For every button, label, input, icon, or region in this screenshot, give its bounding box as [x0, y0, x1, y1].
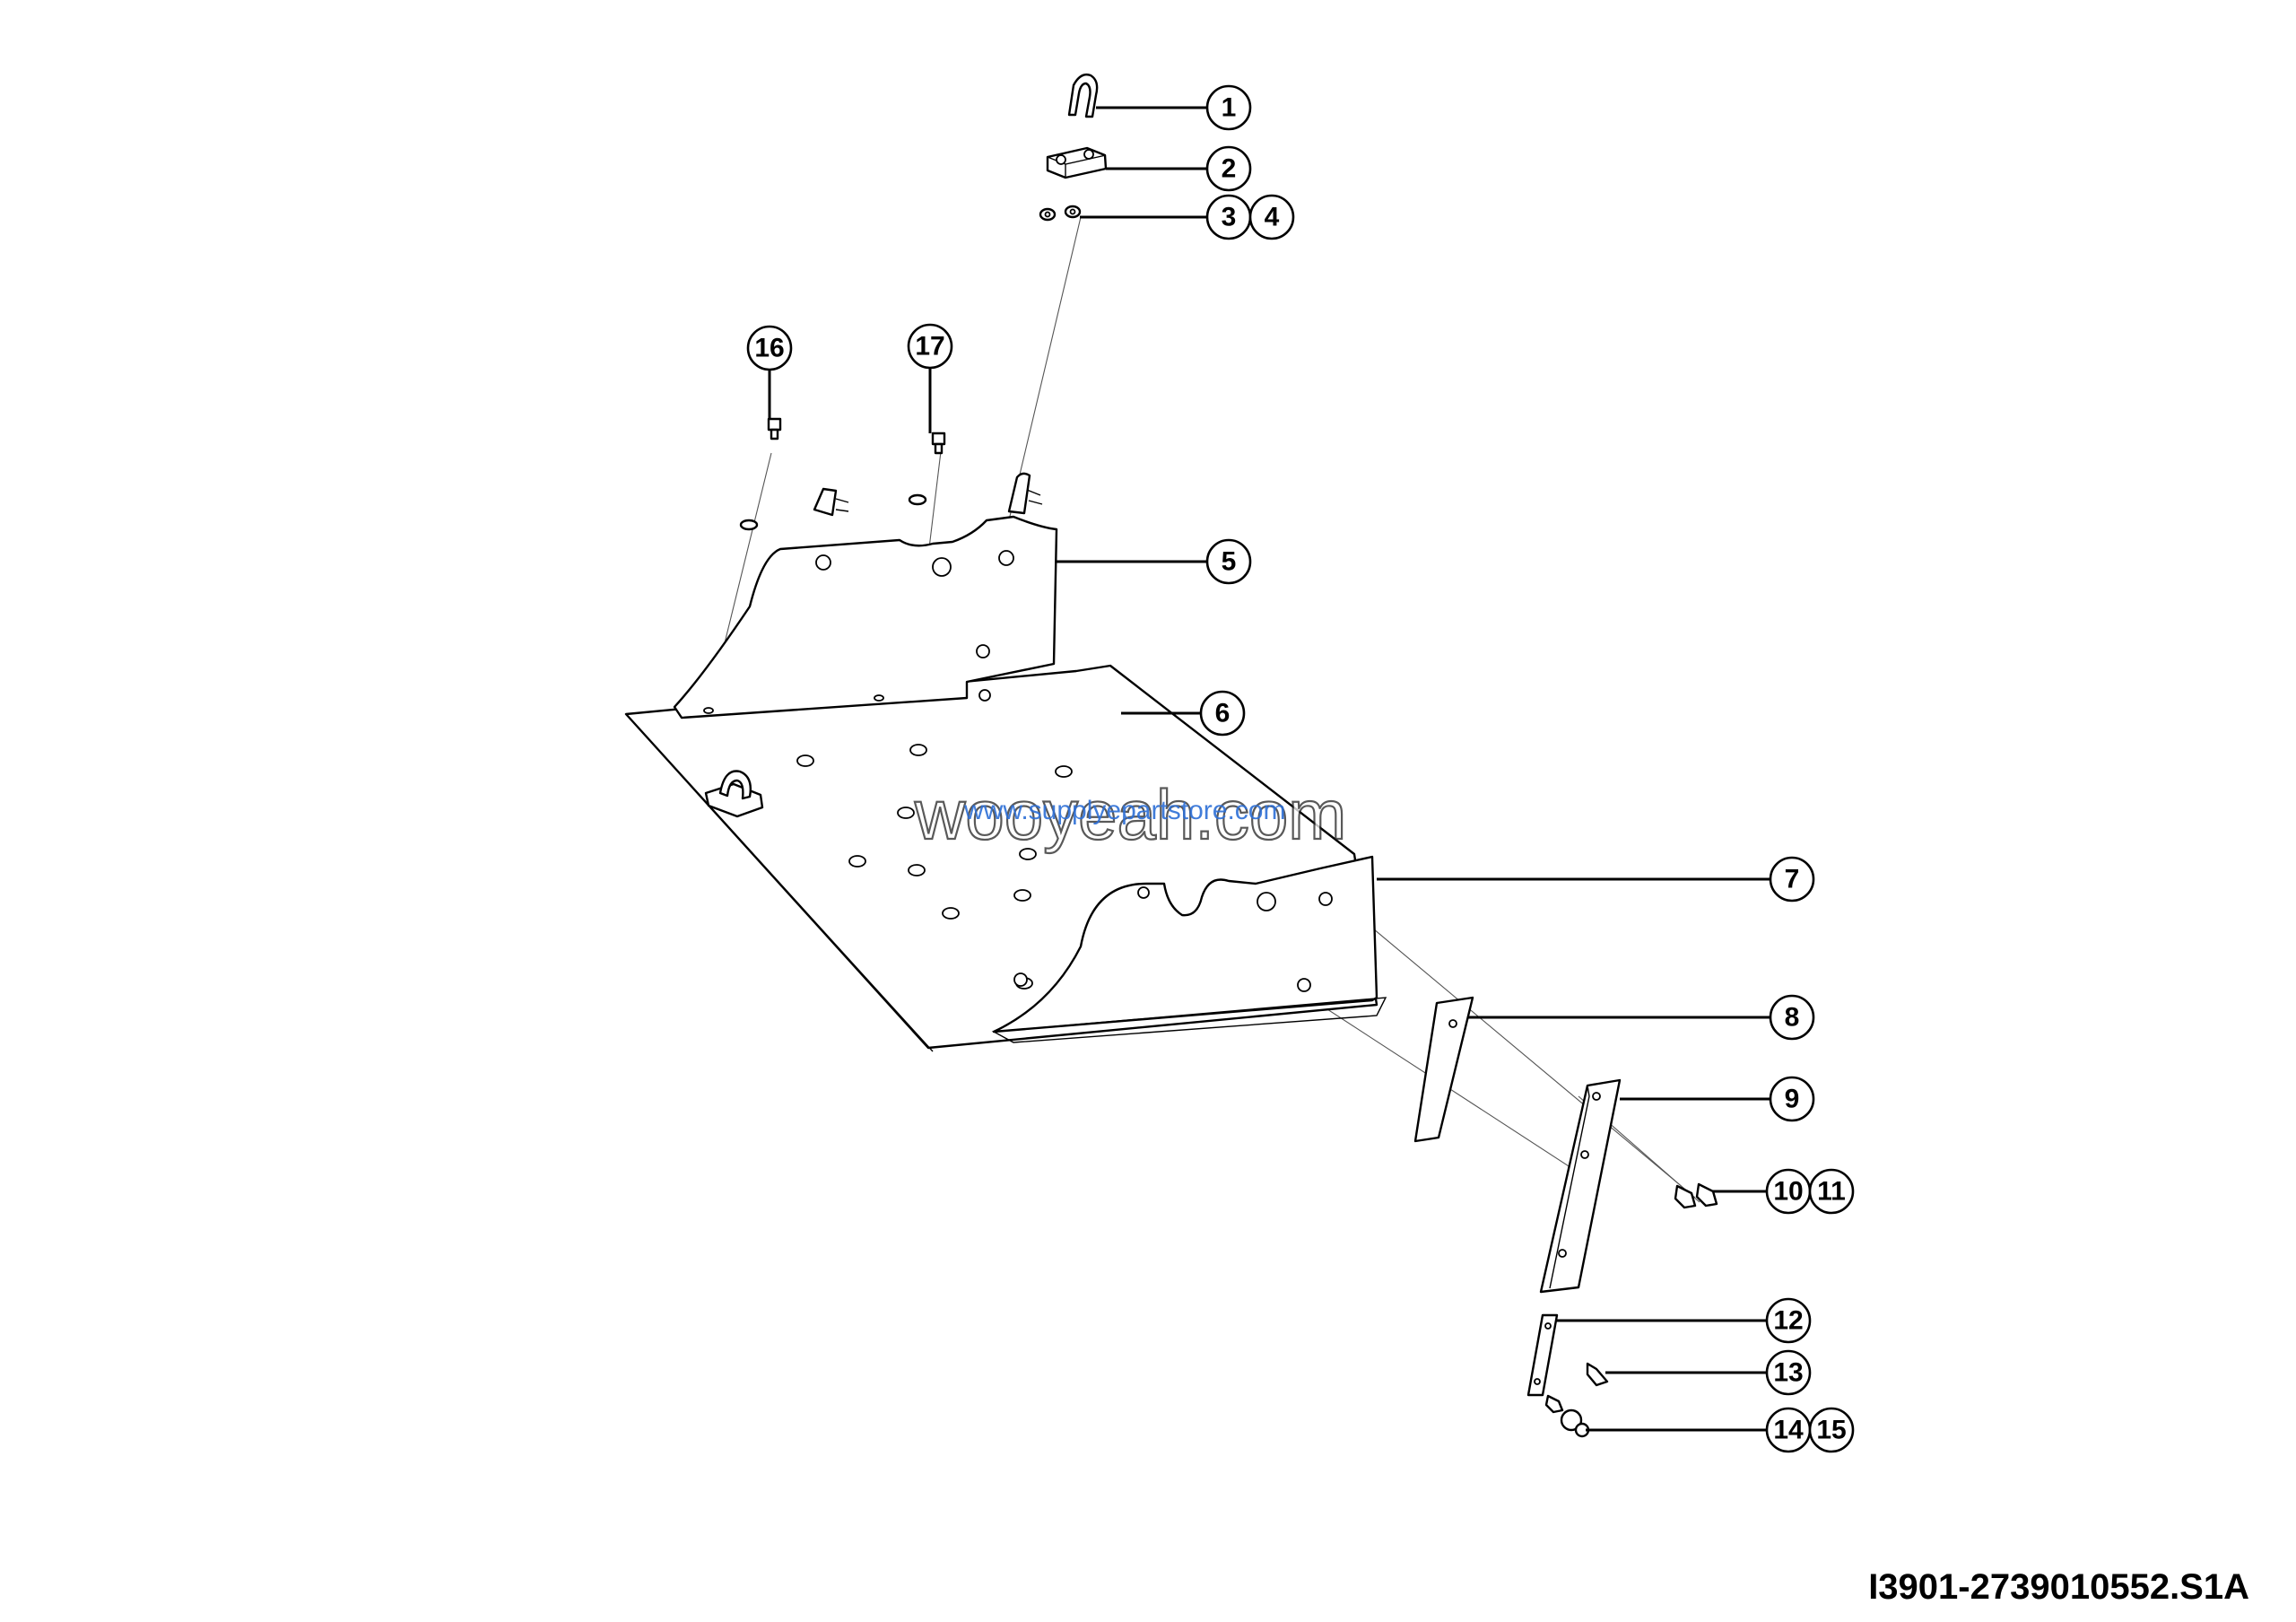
svg-text:1: 1: [1222, 93, 1237, 123]
svg-text:9: 9: [1785, 1085, 1800, 1114]
svg-text:17: 17: [915, 332, 944, 362]
svg-text:6: 6: [1215, 699, 1231, 728]
watermark-sub: www.supplyepartstore.com: [963, 796, 1285, 825]
svg-text:12: 12: [1773, 1306, 1803, 1336]
bolt-17: [908, 432, 946, 506]
u-bolt: [1067, 73, 1099, 118]
callout-2: 2: [1205, 145, 1252, 192]
nuts: [1039, 205, 1082, 222]
svg-text:16: 16: [754, 334, 784, 363]
clamp-block: [1046, 146, 1108, 179]
angle-bracket: [1539, 1078, 1622, 1294]
callout-17: 17: [907, 323, 953, 370]
svg-text:10: 10: [1773, 1177, 1803, 1207]
callout-16: 16: [746, 325, 793, 371]
svg-text:11: 11: [1817, 1177, 1846, 1207]
watermark-main: wooyeah.com: [914, 775, 1346, 854]
svg-text:13: 13: [1773, 1358, 1803, 1388]
callout-3-4: 3 4: [1205, 194, 1295, 240]
bolt-13: [1586, 1362, 1609, 1387]
bolt-washer-nut: [1544, 1394, 1590, 1438]
leader-lines: [768, 106, 1770, 1432]
svg-text:8: 8: [1785, 1003, 1800, 1033]
callout-5: 5: [1205, 538, 1252, 585]
svg-text:7: 7: [1785, 865, 1800, 894]
svg-text:15: 15: [1816, 1416, 1846, 1445]
lower-bracket: [991, 855, 1387, 1043]
callout-14-15: 14 15: [1765, 1407, 1855, 1453]
callout-12: 12: [1765, 1297, 1812, 1344]
callout-1: 1: [1205, 84, 1252, 131]
callout-8: 8: [1769, 994, 1815, 1041]
callout-7: 7: [1769, 856, 1815, 903]
callout-13: 13: [1765, 1349, 1812, 1396]
svg-text:3: 3: [1222, 203, 1237, 232]
lifting-eye: [704, 770, 764, 818]
bolts-10-11: [1674, 1182, 1718, 1209]
drawing-id: I3901-2739010552.S1A: [1868, 1567, 2249, 1607]
small-strap: [1526, 1313, 1559, 1397]
bolt-16: [739, 417, 782, 531]
callout-10-11: 10 11: [1765, 1168, 1855, 1215]
callout-6: 6: [1199, 690, 1246, 737]
flat-strap: [1413, 996, 1474, 1143]
svg-text:5: 5: [1222, 547, 1237, 577]
upper-bracket: [673, 472, 1058, 719]
watermark: wooyeah.com www.supplyepartstore.com: [913, 774, 1347, 855]
callout-9: 9: [1769, 1076, 1815, 1122]
svg-text:4: 4: [1265, 203, 1280, 232]
svg-text:2: 2: [1222, 154, 1237, 184]
svg-text:14: 14: [1773, 1416, 1804, 1445]
